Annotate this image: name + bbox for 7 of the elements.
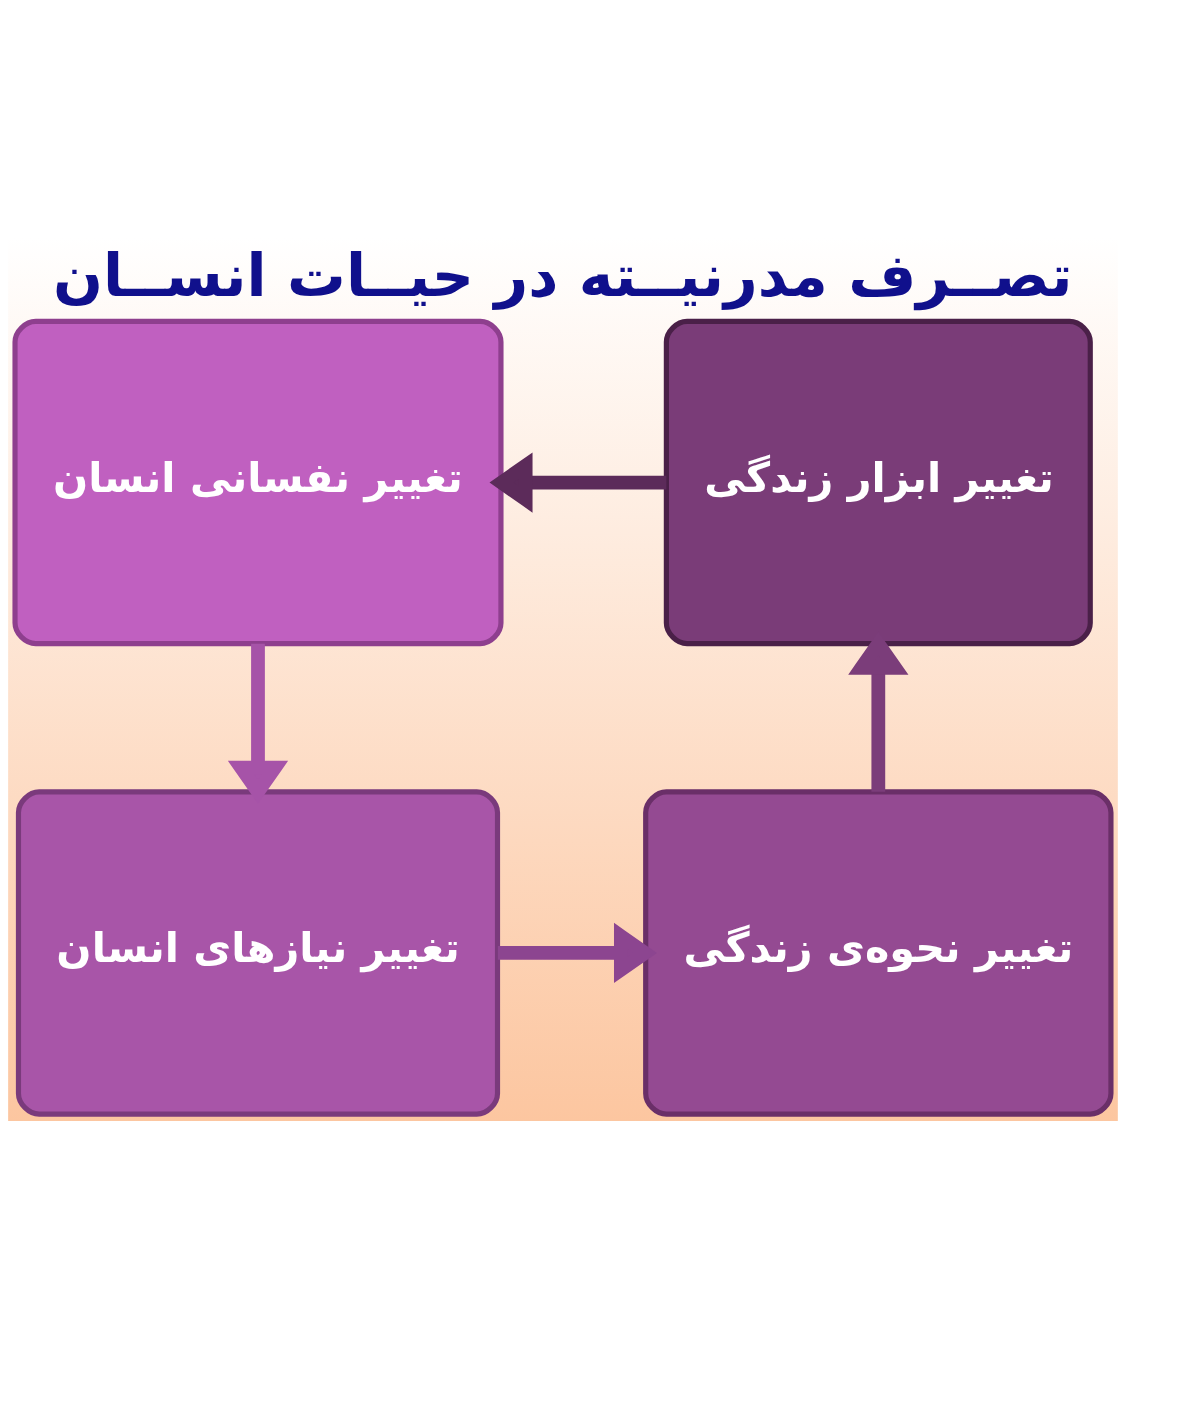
diagram-title: تصــرف مدرنیــته در حیــات انســان: [52, 241, 1073, 310]
node-box: تغییر نفسانی انسان: [12, 318, 504, 647]
arrow: [497, 922, 658, 984]
arrow: [489, 452, 667, 513]
node-box: تغییر نیازهای انسان: [15, 789, 501, 1117]
node-box: تغییر نحوه‌ی زندگی: [643, 789, 1114, 1117]
node-box: تغییر ابزار زندگی: [663, 318, 1093, 647]
